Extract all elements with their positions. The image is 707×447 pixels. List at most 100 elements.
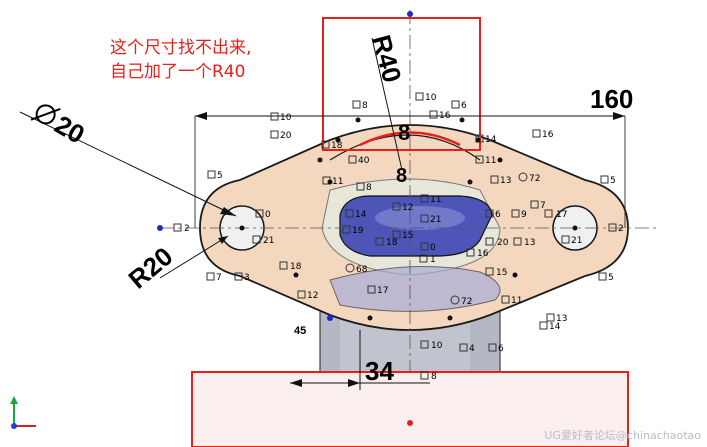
constraint-box[interactable] bbox=[513, 237, 522, 246]
dim-r20-text[interactable]: R20 bbox=[123, 241, 179, 295]
constraint-box[interactable] bbox=[485, 237, 494, 246]
constraint-box[interactable] bbox=[342, 225, 351, 234]
constraint-circle[interactable] bbox=[518, 172, 528, 182]
constraint-label: 11 bbox=[332, 177, 343, 187]
sketch-point[interactable] bbox=[459, 117, 465, 123]
constraint-box[interactable] bbox=[420, 242, 429, 251]
dim-45-text[interactable]: 45 bbox=[294, 325, 306, 337]
constraint-box[interactable] bbox=[544, 209, 553, 218]
constraint-box[interactable] bbox=[392, 230, 401, 239]
constraint-box[interactable] bbox=[419, 254, 428, 263]
constraint-label: 21 bbox=[571, 236, 582, 246]
constraint-box[interactable] bbox=[485, 267, 494, 276]
sketch-point-red[interactable] bbox=[407, 420, 413, 426]
diameter-slash bbox=[30, 108, 61, 121]
constraint-box[interactable] bbox=[367, 285, 376, 294]
constraint-box[interactable] bbox=[415, 92, 424, 101]
dim-8-mid-text[interactable]: 8 bbox=[396, 165, 407, 187]
constraint-box[interactable] bbox=[511, 209, 520, 218]
sketch-point[interactable] bbox=[317, 157, 323, 163]
constraint-box[interactable] bbox=[297, 290, 306, 299]
sketch-point[interactable] bbox=[512, 272, 518, 278]
constraint-box[interactable] bbox=[345, 209, 354, 218]
sketch-point-blue[interactable] bbox=[157, 225, 163, 231]
constraint-label: 7 bbox=[216, 273, 222, 283]
constraint-label: 14 bbox=[355, 210, 367, 220]
constraint-circle[interactable] bbox=[345, 263, 355, 273]
constraint-label: 10 bbox=[431, 341, 443, 351]
constraint-label: 5 bbox=[217, 171, 223, 181]
constraint-box[interactable] bbox=[561, 235, 570, 244]
constraint-label: 8 bbox=[366, 183, 372, 193]
constraint-box[interactable] bbox=[475, 155, 484, 164]
dim-8-top-text[interactable]: 8 bbox=[398, 120, 410, 145]
dim-r40-leader bbox=[371, 37, 403, 171]
constraint-box[interactable] bbox=[321, 140, 330, 149]
constraint-box[interactable] bbox=[530, 200, 539, 209]
constraint-box[interactable] bbox=[600, 175, 609, 184]
sketch-point[interactable] bbox=[355, 117, 361, 123]
sketch-point[interactable] bbox=[572, 225, 578, 231]
constraint-label: 7 bbox=[540, 201, 546, 211]
constraint-label: 8 bbox=[431, 372, 437, 382]
constraint-label: 20 bbox=[280, 131, 292, 141]
constraint-box[interactable] bbox=[466, 248, 475, 257]
sketch-point-blue[interactable] bbox=[327, 315, 333, 321]
constraint-box[interactable] bbox=[352, 100, 361, 109]
constraint-box[interactable] bbox=[375, 237, 384, 246]
constraint-box[interactable] bbox=[598, 272, 607, 281]
constraint-box[interactable] bbox=[270, 112, 279, 121]
sketch-point-blue[interactable] bbox=[407, 11, 413, 17]
constraint-box[interactable] bbox=[252, 235, 261, 244]
constraint-box[interactable] bbox=[348, 155, 357, 164]
dim-r40-text[interactable]: R40 bbox=[366, 32, 407, 86]
constraint-label: 10 bbox=[425, 93, 437, 103]
constraint-box[interactable] bbox=[234, 272, 243, 281]
constraint-label: 11 bbox=[430, 195, 441, 205]
constraint-label: 1 bbox=[430, 255, 436, 265]
constraint-box[interactable] bbox=[392, 202, 401, 211]
constraint-box[interactable] bbox=[485, 209, 494, 218]
r40-arc[interactable] bbox=[359, 131, 461, 147]
constraint-box[interactable] bbox=[207, 170, 216, 179]
constraint-box[interactable] bbox=[206, 272, 215, 281]
sketch-point[interactable] bbox=[475, 137, 481, 143]
constraint-box[interactable] bbox=[420, 340, 429, 349]
constraint-box[interactable] bbox=[270, 130, 279, 139]
dim-diameter-leader bbox=[19, 111, 237, 217]
constraint-box[interactable] bbox=[255, 209, 264, 218]
constraint-box[interactable] bbox=[546, 313, 555, 322]
sketch-point[interactable] bbox=[447, 315, 453, 321]
dim-diameter-text[interactable]: 20 bbox=[50, 109, 90, 149]
sketch-point[interactable] bbox=[335, 137, 341, 143]
sketch-point[interactable] bbox=[327, 179, 333, 185]
constraint-box[interactable] bbox=[532, 129, 541, 138]
constraint-box[interactable] bbox=[451, 100, 460, 109]
constraint-label: 72 bbox=[529, 174, 540, 184]
constraint-box[interactable] bbox=[420, 214, 429, 223]
sketch-point[interactable] bbox=[367, 315, 373, 321]
sketch-point[interactable] bbox=[467, 179, 473, 185]
constraint-label: 6 bbox=[498, 344, 504, 354]
constraint-box[interactable] bbox=[539, 321, 548, 330]
constraint-box[interactable] bbox=[429, 110, 438, 119]
sketch-point[interactable] bbox=[239, 225, 245, 231]
sketch-point[interactable] bbox=[293, 272, 299, 278]
constraint-box[interactable] bbox=[420, 371, 429, 380]
constraint-box[interactable] bbox=[356, 182, 365, 191]
constraint-label: 21 bbox=[430, 215, 441, 225]
z-axis bbox=[11, 423, 17, 429]
constraint-box[interactable] bbox=[459, 343, 468, 352]
constraint-box[interactable] bbox=[173, 223, 182, 232]
constraint-box[interactable] bbox=[608, 223, 617, 232]
dim-160-text[interactable]: 160 bbox=[590, 84, 633, 114]
constraint-box[interactable] bbox=[488, 343, 497, 352]
sketch-point[interactable] bbox=[497, 157, 503, 163]
constraint-box[interactable] bbox=[501, 295, 510, 304]
constraint-circle[interactable] bbox=[450, 295, 460, 305]
dim-34-text[interactable]: 34 bbox=[365, 356, 394, 386]
constraint-box[interactable] bbox=[279, 261, 288, 270]
constraint-box[interactable] bbox=[420, 194, 429, 203]
constraint-box[interactable] bbox=[490, 175, 499, 184]
